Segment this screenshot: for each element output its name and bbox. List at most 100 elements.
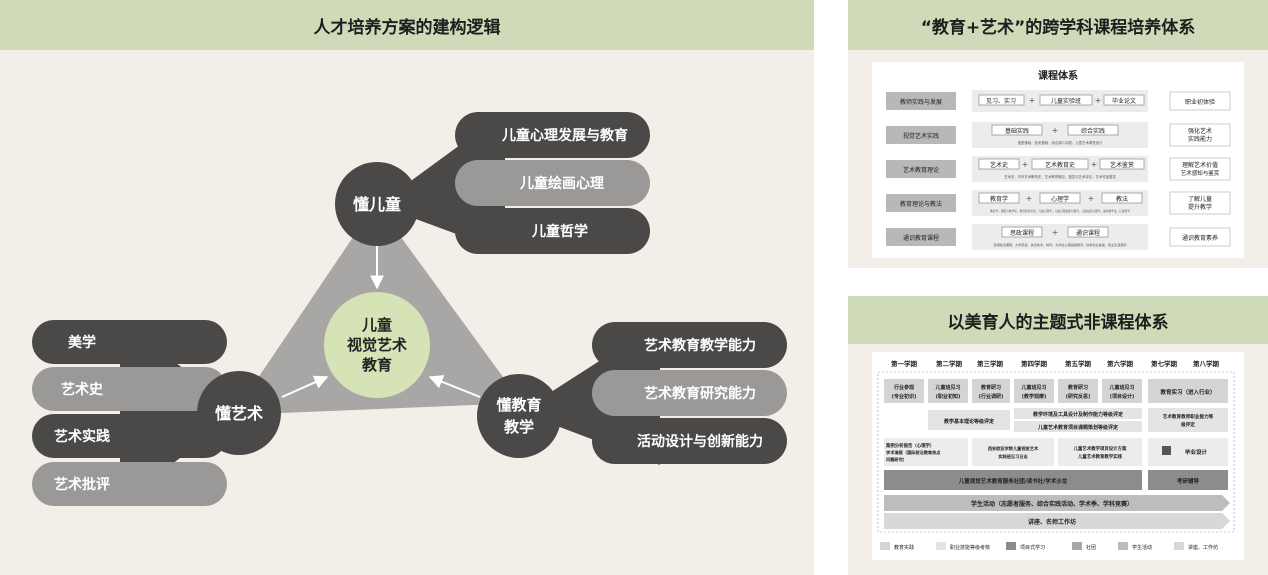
arrow-edu-to-center [428, 375, 481, 398]
child-branch-3: 儿童哲学 [455, 208, 650, 254]
svg-text:儿童视觉艺术教育服务社团/读书社/学术沙龙: 儿童视觉艺术教育服务社团/读书社/学术沙龙 [958, 477, 1068, 485]
svg-text:教育理论与教法: 教育理论与教法 [900, 200, 942, 208]
child-branch-2: 儿童绘画心理 [455, 160, 650, 206]
svg-text:行业参观: 行业参观 [893, 384, 914, 391]
left-panel-title: 人才培养方案的建构逻辑 [0, 0, 814, 50]
svg-text:艺术史: 艺术史 [990, 161, 1008, 169]
hub-art: 懂艺术 [197, 371, 281, 455]
svg-text:职业初体验: 职业初体验 [1185, 98, 1215, 106]
svg-text:教育学: 教育学 [990, 195, 1008, 203]
svg-text:教育学，课程与教学论，教育研究方法，儿童心理学，儿童心理发展: 教育学，课程与教学论，教育研究方法，儿童心理学，儿童心理发展与教育，儿童绘画心理… [990, 209, 1130, 213]
svg-text:+: + [1026, 194, 1033, 203]
svg-text:第八学期: 第八学期 [1193, 359, 1220, 368]
svg-text:儿童实验班: 儿童实验班 [1051, 97, 1081, 105]
child-branch-1: 儿童心理发展与教育 [455, 112, 650, 158]
svg-text:第二学期: 第二学期 [936, 359, 963, 368]
svg-text:艺术教育研究能力: 艺术教育研究能力 [644, 385, 756, 402]
activity-row-1: 行业参观 (专业初识) 儿童班见习 (职业初知) 教育研习 (行业调研) 儿童班… [884, 379, 1228, 403]
svg-text:+: + [1029, 96, 1036, 105]
svg-text:讲座、工作坊: 讲座、工作坊 [1188, 544, 1218, 551]
svg-text:学生活动: 学生活动 [1132, 544, 1152, 551]
svg-text:造型基础，色彩基础，综合媒介实践，儿童艺术课堂设计: 造型基础，色彩基础，综合媒介实践，儿童艺术课堂设计 [1018, 140, 1103, 145]
trophy-icon [1162, 446, 1171, 455]
svg-text:西安欧亚学院儿童视觉艺术: 西安欧亚学院儿童视觉艺术 [988, 445, 1039, 452]
bottom-right-title: 以美育人的主题式非课程体系 [848, 296, 1268, 344]
course-system-doc: 课程体系 教师实践与发展 见习、实习 儿童实验班 毕业论文 + + 职业初体验 … [872, 62, 1244, 258]
svg-text:提升教学: 提升教学 [1188, 203, 1212, 211]
svg-text:综合实践: 综合实践 [1081, 127, 1105, 135]
svg-text:艺术教育史: 艺术教育史 [1045, 161, 1075, 169]
svg-text:级评定: 级评定 [1181, 421, 1195, 428]
edu-branch-3: 活动设计与创新能力 [592, 418, 787, 464]
activity-row-6: 讲座、名师工作坊 [884, 513, 1230, 529]
svg-text:教学基本理论等级评定: 教学基本理论等级评定 [943, 418, 994, 425]
svg-text:(教学观摩): (教学观摩) [1022, 393, 1047, 400]
art-branch-1: 美学 [32, 320, 227, 364]
svg-text:儿童班见习: 儿童班见习 [1108, 384, 1134, 391]
svg-text:视觉艺术: 视觉艺术 [347, 336, 407, 354]
logic-diagram: 儿童心理发展与教育 儿童绘画心理 儿童哲学 美学 艺术史 艺术实践 艺术批评 艺… [32, 112, 787, 506]
svg-text:教育实践: 教育实践 [894, 544, 914, 551]
semester-row: 第一学期 第二学期 第三学期 第四学期 第五学期 第六学期 第七学期 第八学期 [891, 359, 1220, 368]
svg-text:懂教育: 懂教育 [495, 396, 541, 414]
svg-text:+: + [1088, 194, 1095, 203]
course-row-3: 艺术教育理论 艺术史 艺术教育史 艺术鉴赏 + + 艺术史，中外艺术教育史，艺术… [886, 156, 1231, 182]
svg-text:活动设计与创新能力: 活动设计与创新能力 [637, 433, 763, 450]
svg-text:视觉艺术实践: 视觉艺术实践 [903, 132, 939, 140]
svg-text:思政课程: 思政课程 [1010, 229, 1034, 237]
activity-row-2: 教学基本理论等级评定 教学环境及工具设计及制作能力等级评定 儿童艺术教育项目课题… [928, 408, 1228, 432]
svg-text:理解艺术价值: 理解艺术价值 [1182, 161, 1218, 169]
svg-text:(研究反思): (研究反思) [1066, 393, 1091, 400]
svg-text:儿童艺术教育项目课题策划等级评定: 儿童艺术教育项目课题策划等级评定 [1037, 424, 1118, 431]
svg-text:儿童哲学: 儿童哲学 [531, 223, 588, 240]
svg-text:第三学期: 第三学期 [977, 359, 1004, 368]
svg-text:强化艺术: 强化艺术 [1188, 127, 1212, 135]
svg-text:+: + [1052, 228, 1059, 237]
svg-text:+: + [1052, 126, 1059, 135]
svg-text:学术海报（国际前沿教育热点: 学术海报（国际前沿教育热点 [886, 449, 941, 456]
svg-text:儿童绘画心理: 儿童绘画心理 [519, 175, 604, 192]
activity-row-5: 学生活动（志愿者服务、综合实践活动、学术季、学科竞赛） [884, 495, 1230, 511]
svg-text:课程体系: 课程体系 [1038, 69, 1078, 82]
svg-text:毕业设计: 毕业设计 [1185, 448, 1208, 456]
svg-text:儿童班见习: 儿童班见习 [1020, 384, 1046, 391]
svg-text:第五学期: 第五学期 [1065, 359, 1092, 368]
svg-text:考研辅导: 考研辅导 [1177, 477, 1200, 485]
svg-text:(职业初知): (职业初知) [936, 393, 961, 400]
course-row-4: 教育理论与教法 教育学 心理学 教法 + + 教育学，课程与教学论，教育研究方法… [886, 190, 1231, 216]
svg-text:项目式学习: 项目式学习 [1020, 544, 1045, 551]
legend: 教育实践 职业技能等级考核 项目式学习 社团 学生活动 讲座、工作坊 [880, 542, 1218, 551]
svg-text:见习、实习: 见习、实习 [986, 97, 1016, 105]
svg-text:+: + [1095, 96, 1102, 105]
arrow-art-to-center [281, 375, 329, 398]
svg-text:问题研究）: 问题研究） [886, 456, 907, 463]
svg-text:懂儿童: 懂儿童 [352, 195, 401, 214]
hub-child: 懂儿童 [335, 162, 419, 246]
course-row-1: 教师实践与发展 见习、实习 儿童实验班 毕业论文 + + 职业初体验 [886, 90, 1231, 112]
svg-text:第四学期: 第四学期 [1021, 359, 1048, 368]
svg-text:教学: 教学 [503, 418, 534, 436]
svg-text:懂艺术: 懂艺术 [214, 404, 263, 423]
top-right-title: “教育+艺术”的跨学科课程培养体系 [848, 0, 1268, 50]
svg-text:(项目设计): (项目设计) [1110, 393, 1135, 400]
svg-text:教学环境及工具设计及制作能力等级评定: 教学环境及工具设计及制作能力等级评定 [1032, 411, 1123, 418]
svg-text:第六学期: 第六学期 [1107, 359, 1134, 368]
art-branch-2: 艺术史 [32, 367, 227, 411]
svg-text:社团: 社团 [1086, 544, 1096, 551]
svg-text:儿童: 儿童 [361, 316, 392, 334]
svg-text:了解儿童: 了解儿童 [1188, 195, 1212, 203]
svg-text:艺术鉴赏: 艺术鉴赏 [1110, 161, 1134, 169]
svg-text:艺术实践: 艺术实践 [54, 428, 110, 445]
svg-text:艺术教育理论: 艺术教育理论 [903, 166, 939, 174]
svg-text:儿童艺术教学项目设计方案: 儿童艺术教学项目设计方案 [1073, 445, 1127, 452]
svg-text:实践班见习日志: 实践班见习日志 [998, 453, 1028, 460]
hub-edu: 懂教育 教学 [477, 374, 561, 458]
svg-text:美学: 美学 [68, 334, 96, 351]
svg-text:讲座、名师工作坊: 讲座、名师工作坊 [1028, 518, 1076, 526]
svg-text:通识教育素养: 通识教育素养 [1182, 234, 1218, 242]
svg-text:第七学期: 第七学期 [1151, 359, 1178, 368]
svg-text:教育研习: 教育研习 [980, 384, 1001, 391]
svg-text:艺术史: 艺术史 [61, 381, 104, 398]
svg-text:(行业调研): (行业调研) [979, 393, 1004, 400]
svg-text:艺术感知与鉴赏: 艺术感知与鉴赏 [1181, 169, 1220, 177]
